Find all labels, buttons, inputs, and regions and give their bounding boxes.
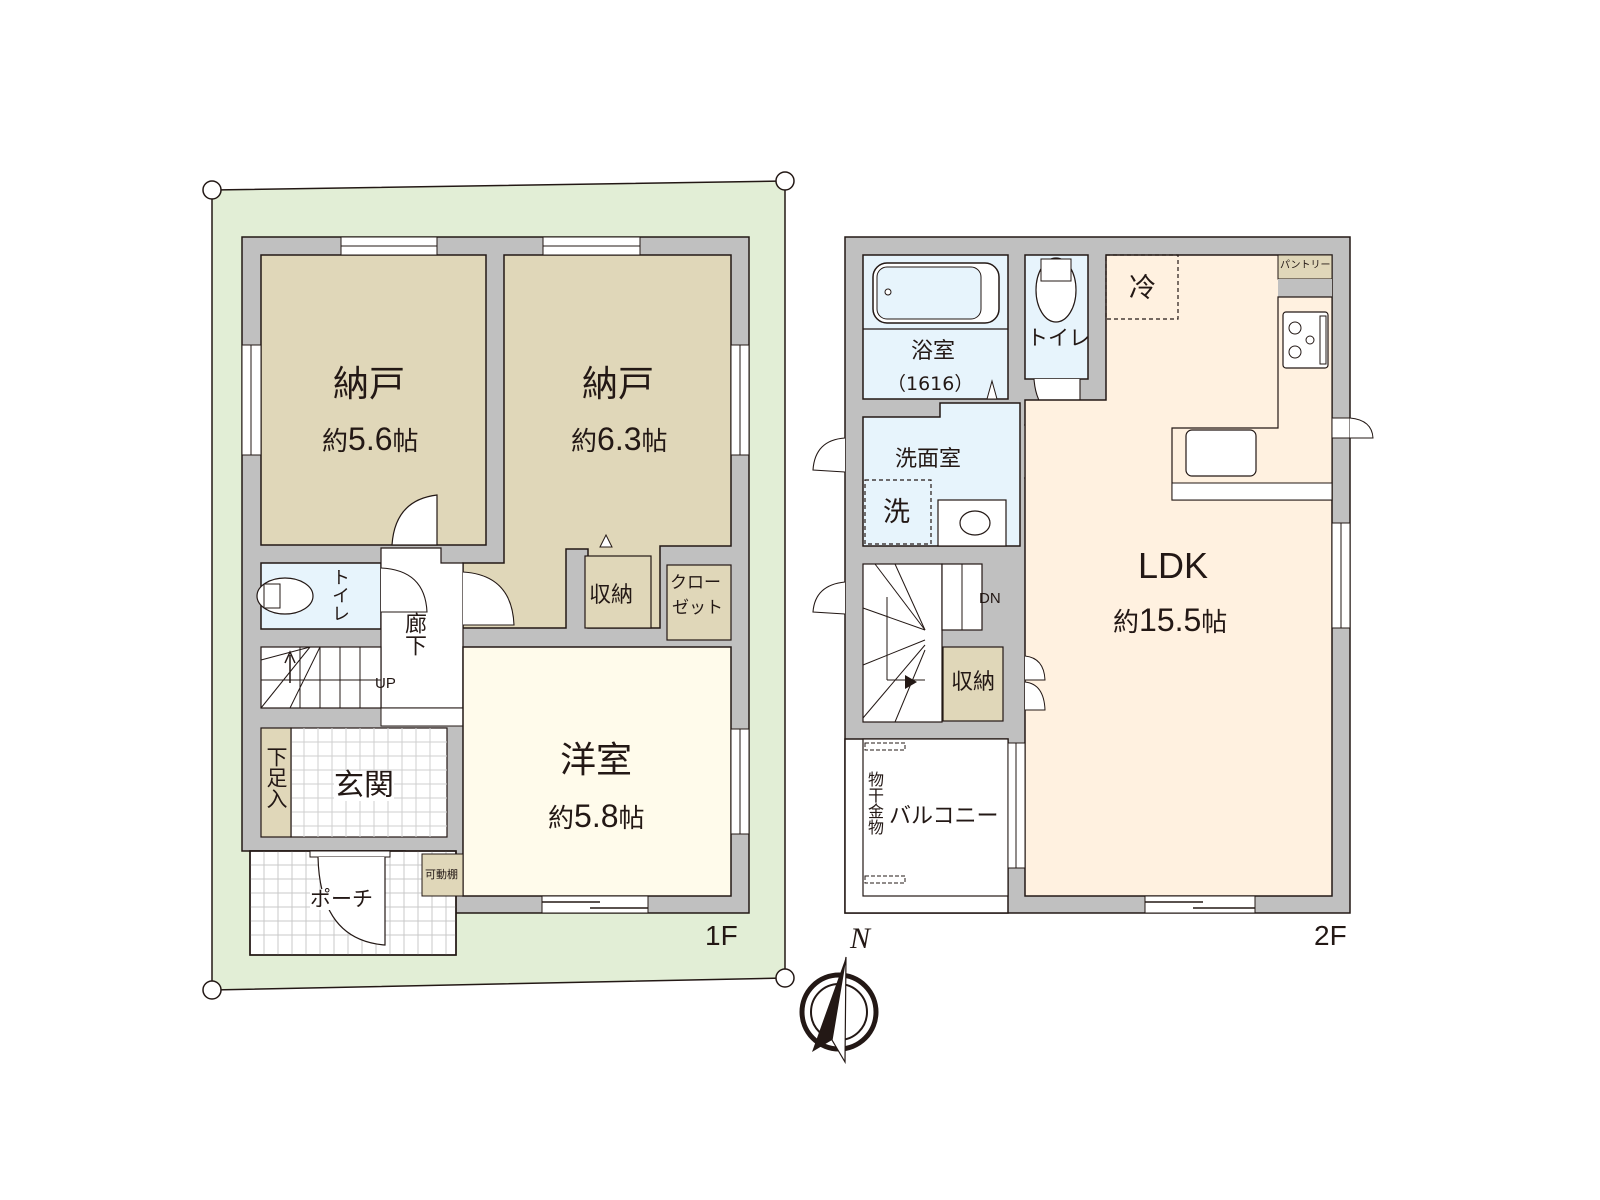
stairs-1f — [260, 646, 382, 709]
floor-1-label: 1F — [705, 920, 738, 951]
size-value: 5.6 — [348, 421, 393, 457]
closet-label-line1: クロー — [670, 573, 721, 593]
size-prefix: 約 — [548, 804, 575, 834]
entrance-label: 玄関 — [334, 768, 394, 803]
storeroom-b-name: 納戸 — [582, 364, 655, 405]
floor-2-label: 2F — [1314, 920, 1347, 951]
site-corner-marker — [202, 180, 222, 200]
size-prefix: 約 — [1113, 608, 1140, 638]
floor-2 — [812, 236, 1374, 914]
storeroom-a-name: 納戸 — [333, 364, 406, 405]
stairs-down-label: DN — [979, 590, 1001, 607]
western-room-name: 洋室 — [560, 740, 633, 781]
pantry-label: パントリー — [1280, 260, 1331, 271]
shoe-box — [260, 727, 292, 838]
floor-1 — [241, 236, 750, 956]
storage-1f-label: 収納 — [589, 583, 634, 608]
shoe-box-label: 下足入 — [264, 746, 288, 809]
stairs-up-label: UP — [375, 675, 396, 692]
storeroom-a-size: 約5.6帖 — [322, 423, 419, 455]
storeroom-b-size: 約6.3帖 — [571, 423, 668, 455]
site-corner-marker — [775, 171, 795, 191]
washroom-label: 洗面室 — [895, 447, 962, 472]
storage-1f — [584, 555, 652, 629]
western-room-size: 約5.8帖 — [548, 800, 645, 832]
size-unit: 帖 — [641, 427, 668, 457]
compass-north-label: N — [850, 922, 871, 955]
site-corner-marker — [775, 968, 795, 988]
clothes-hanger-label: 物干金物 — [865, 771, 884, 835]
toilet-1f-label: トイレ — [329, 568, 350, 622]
hallway-label: 廊下 — [401, 612, 426, 656]
size-unit: 帖 — [392, 427, 419, 457]
room-western — [462, 646, 732, 897]
fridge-label: 冷 — [1129, 273, 1156, 304]
adjustable-shelf-label: 可動棚 — [425, 868, 458, 881]
compass-icon — [799, 956, 879, 1065]
ldk-name: LDK — [1138, 545, 1209, 586]
bathroom-spec: （1616） — [887, 373, 974, 395]
balcony-label: バルコニー — [889, 804, 999, 829]
room-storeroom-a — [260, 254, 487, 546]
closet-label-line2: ゼット — [672, 598, 723, 618]
ldk-size: 約15.5帖 — [1113, 604, 1227, 636]
size-value: 15.5 — [1139, 602, 1202, 638]
size-unit: 帖 — [618, 804, 645, 834]
size-unit: 帖 — [1201, 608, 1228, 638]
closet-1f — [666, 564, 732, 641]
size-value: 6.3 — [597, 421, 642, 457]
adjustable-shelf — [421, 853, 464, 897]
toilet-2f-label: トイレ — [1027, 326, 1090, 350]
storage-2f — [942, 646, 1004, 722]
stairs-2f — [862, 563, 943, 723]
size-value: 5.8 — [574, 798, 619, 834]
porch-label: ポーチ — [310, 887, 373, 911]
washer-label: 洗 — [883, 497, 910, 528]
bathroom-label: 浴室 — [911, 339, 956, 364]
site-corner-marker — [202, 980, 222, 1000]
size-prefix: 約 — [322, 427, 349, 457]
storage-2f-label: 収納 — [951, 670, 996, 695]
size-prefix: 約 — [571, 427, 598, 457]
